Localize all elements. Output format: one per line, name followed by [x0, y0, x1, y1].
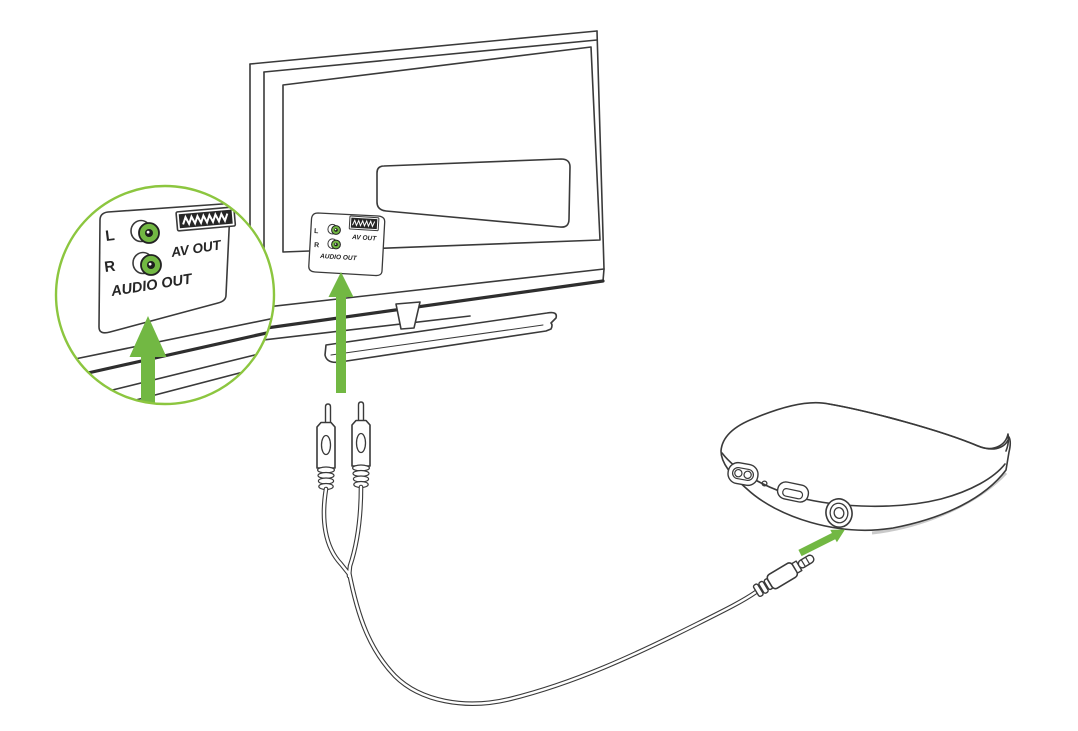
tv-illustration: L AV OUT R AUDIO OUT [236, 30, 605, 393]
tv-panel-av-out-label: AV OUT [351, 234, 377, 243]
scart-icon [175, 206, 237, 232]
rca-jack-l-icon [130, 219, 160, 244]
tv-stand-base [324, 311, 558, 364]
device-top-corner [828, 403, 1010, 452]
tv-vent-recess [376, 158, 571, 228]
scart-icon [348, 215, 380, 232]
tv-top-edge-inner [263, 39, 598, 73]
rca-jack-l-icon [327, 223, 341, 235]
tv-bottom-edge [239, 268, 605, 311]
magnifier-ring [54, 184, 276, 406]
cable-left [321, 486, 352, 577]
jack-plug-35mm [752, 554, 815, 598]
tv-panel-left-label: L [314, 228, 319, 235]
cable-main [346, 569, 759, 706]
tv-stand-neck [395, 301, 421, 330]
device-power-switch-icon [727, 461, 759, 487]
tv-stand-base-edge [330, 324, 544, 356]
rca-cable-assembly [316, 401, 815, 706]
device-led-icon [761, 480, 768, 487]
device-aux-jack-icon [825, 498, 853, 528]
tv-av-panel: L AV OUT R AUDIO OUT [308, 212, 386, 277]
tv-back-panel [282, 46, 601, 253]
tv-bottom-band-lower [236, 315, 471, 344]
tv-panel-audio-out-label: AUDIO OUT [319, 253, 358, 262]
magnifier-callout: L AV OUT R AUDIO OUT [54, 184, 276, 406]
rca-jack-r-icon [132, 251, 162, 276]
rca-plug-right [351, 401, 371, 489]
device-jack-arrow-icon [798, 529, 845, 557]
tv-bottom-band [236, 279, 605, 334]
tv-stand [324, 301, 558, 364]
magnifier-left-label: L [104, 227, 115, 245]
rca-plug-left [316, 403, 336, 491]
rca-jack-r-icon [327, 238, 341, 250]
magnifier-right-label: R [103, 258, 116, 276]
device-usb-port-icon [776, 481, 810, 503]
device-body [720, 401, 1011, 531]
cable-runs [321, 484, 759, 706]
tv-top-edge-outer [249, 30, 598, 65]
tv-right-edge [596, 30, 605, 282]
bt-transmitter-device [720, 401, 1011, 557]
magnifier-arrow-icon [129, 316, 167, 404]
tv-panel-right-label: R [314, 242, 319, 249]
audio-out-arrow-icon [328, 272, 354, 393]
